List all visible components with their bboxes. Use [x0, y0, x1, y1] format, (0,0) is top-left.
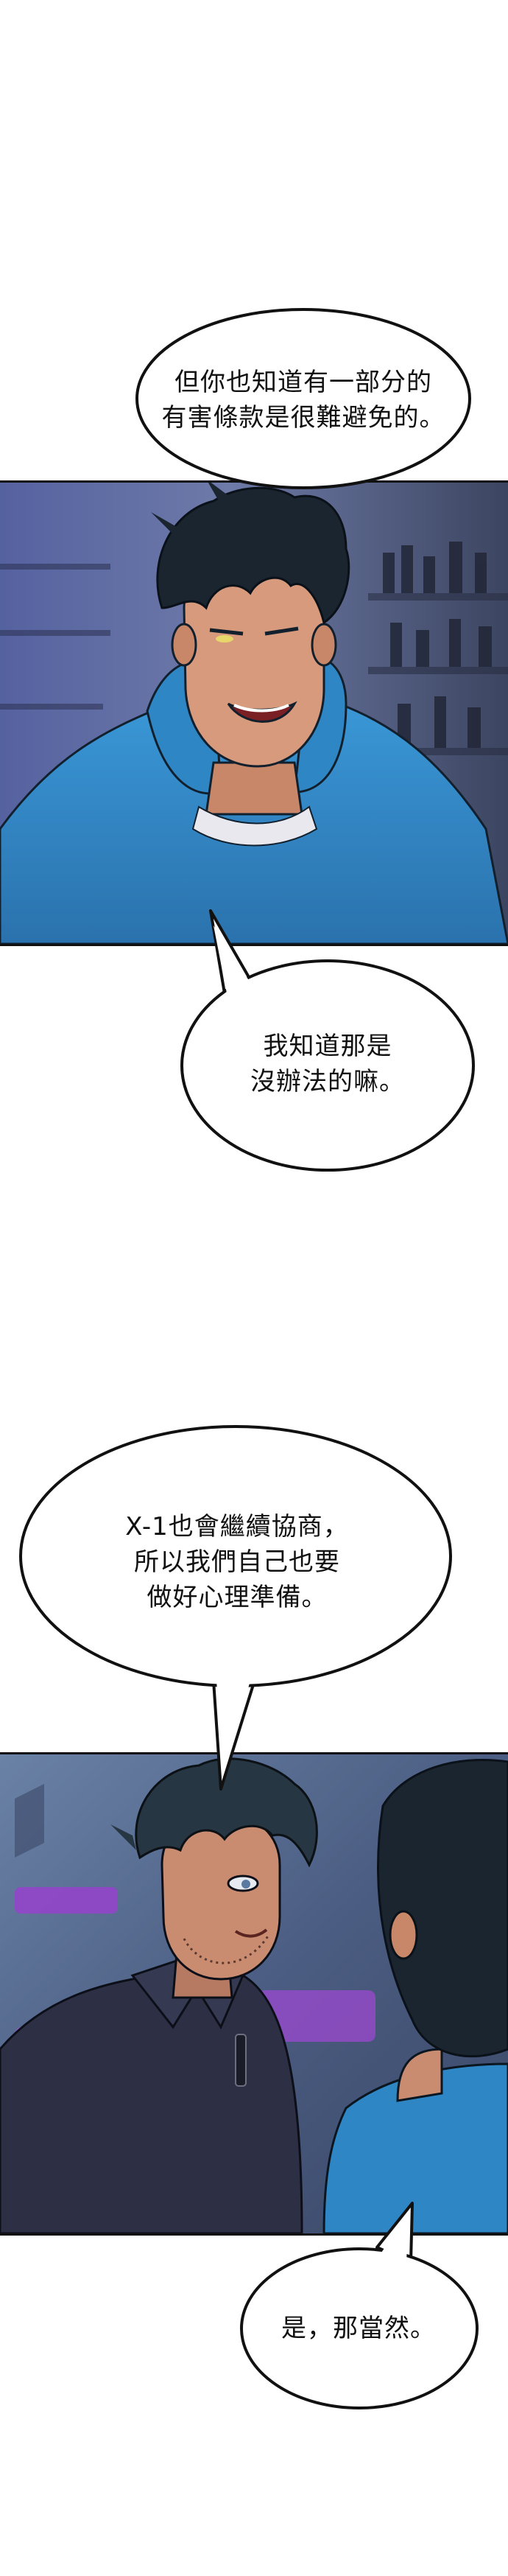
panel-2-two-men: [0, 1752, 508, 2236]
panel-1-laughing-man: [0, 480, 508, 946]
bar-shelves: [0, 564, 508, 755]
speech-text-1: 但你也知道有一部分的 有害條款是很難避免的。: [161, 368, 445, 433]
panel-2-illustration: [0, 1754, 508, 2233]
speech-bubble-1: [135, 308, 471, 489]
speech-text-4: 是，那當然。: [281, 2314, 436, 2343]
speech-bubble-2: [180, 909, 475, 1172]
panel-1-illustration: [0, 483, 508, 944]
speech-text-3: X-1也會繼續協商， 所以我們自己也要 做好心理準備。: [125, 1512, 349, 1612]
speech-bubble-3: [19, 1425, 452, 1791]
speech-text-2: 我知道那是 沒辦法的嘛。: [250, 1032, 405, 1096]
bottles: [383, 542, 492, 748]
speech-bubble-4: [240, 2202, 479, 2409]
